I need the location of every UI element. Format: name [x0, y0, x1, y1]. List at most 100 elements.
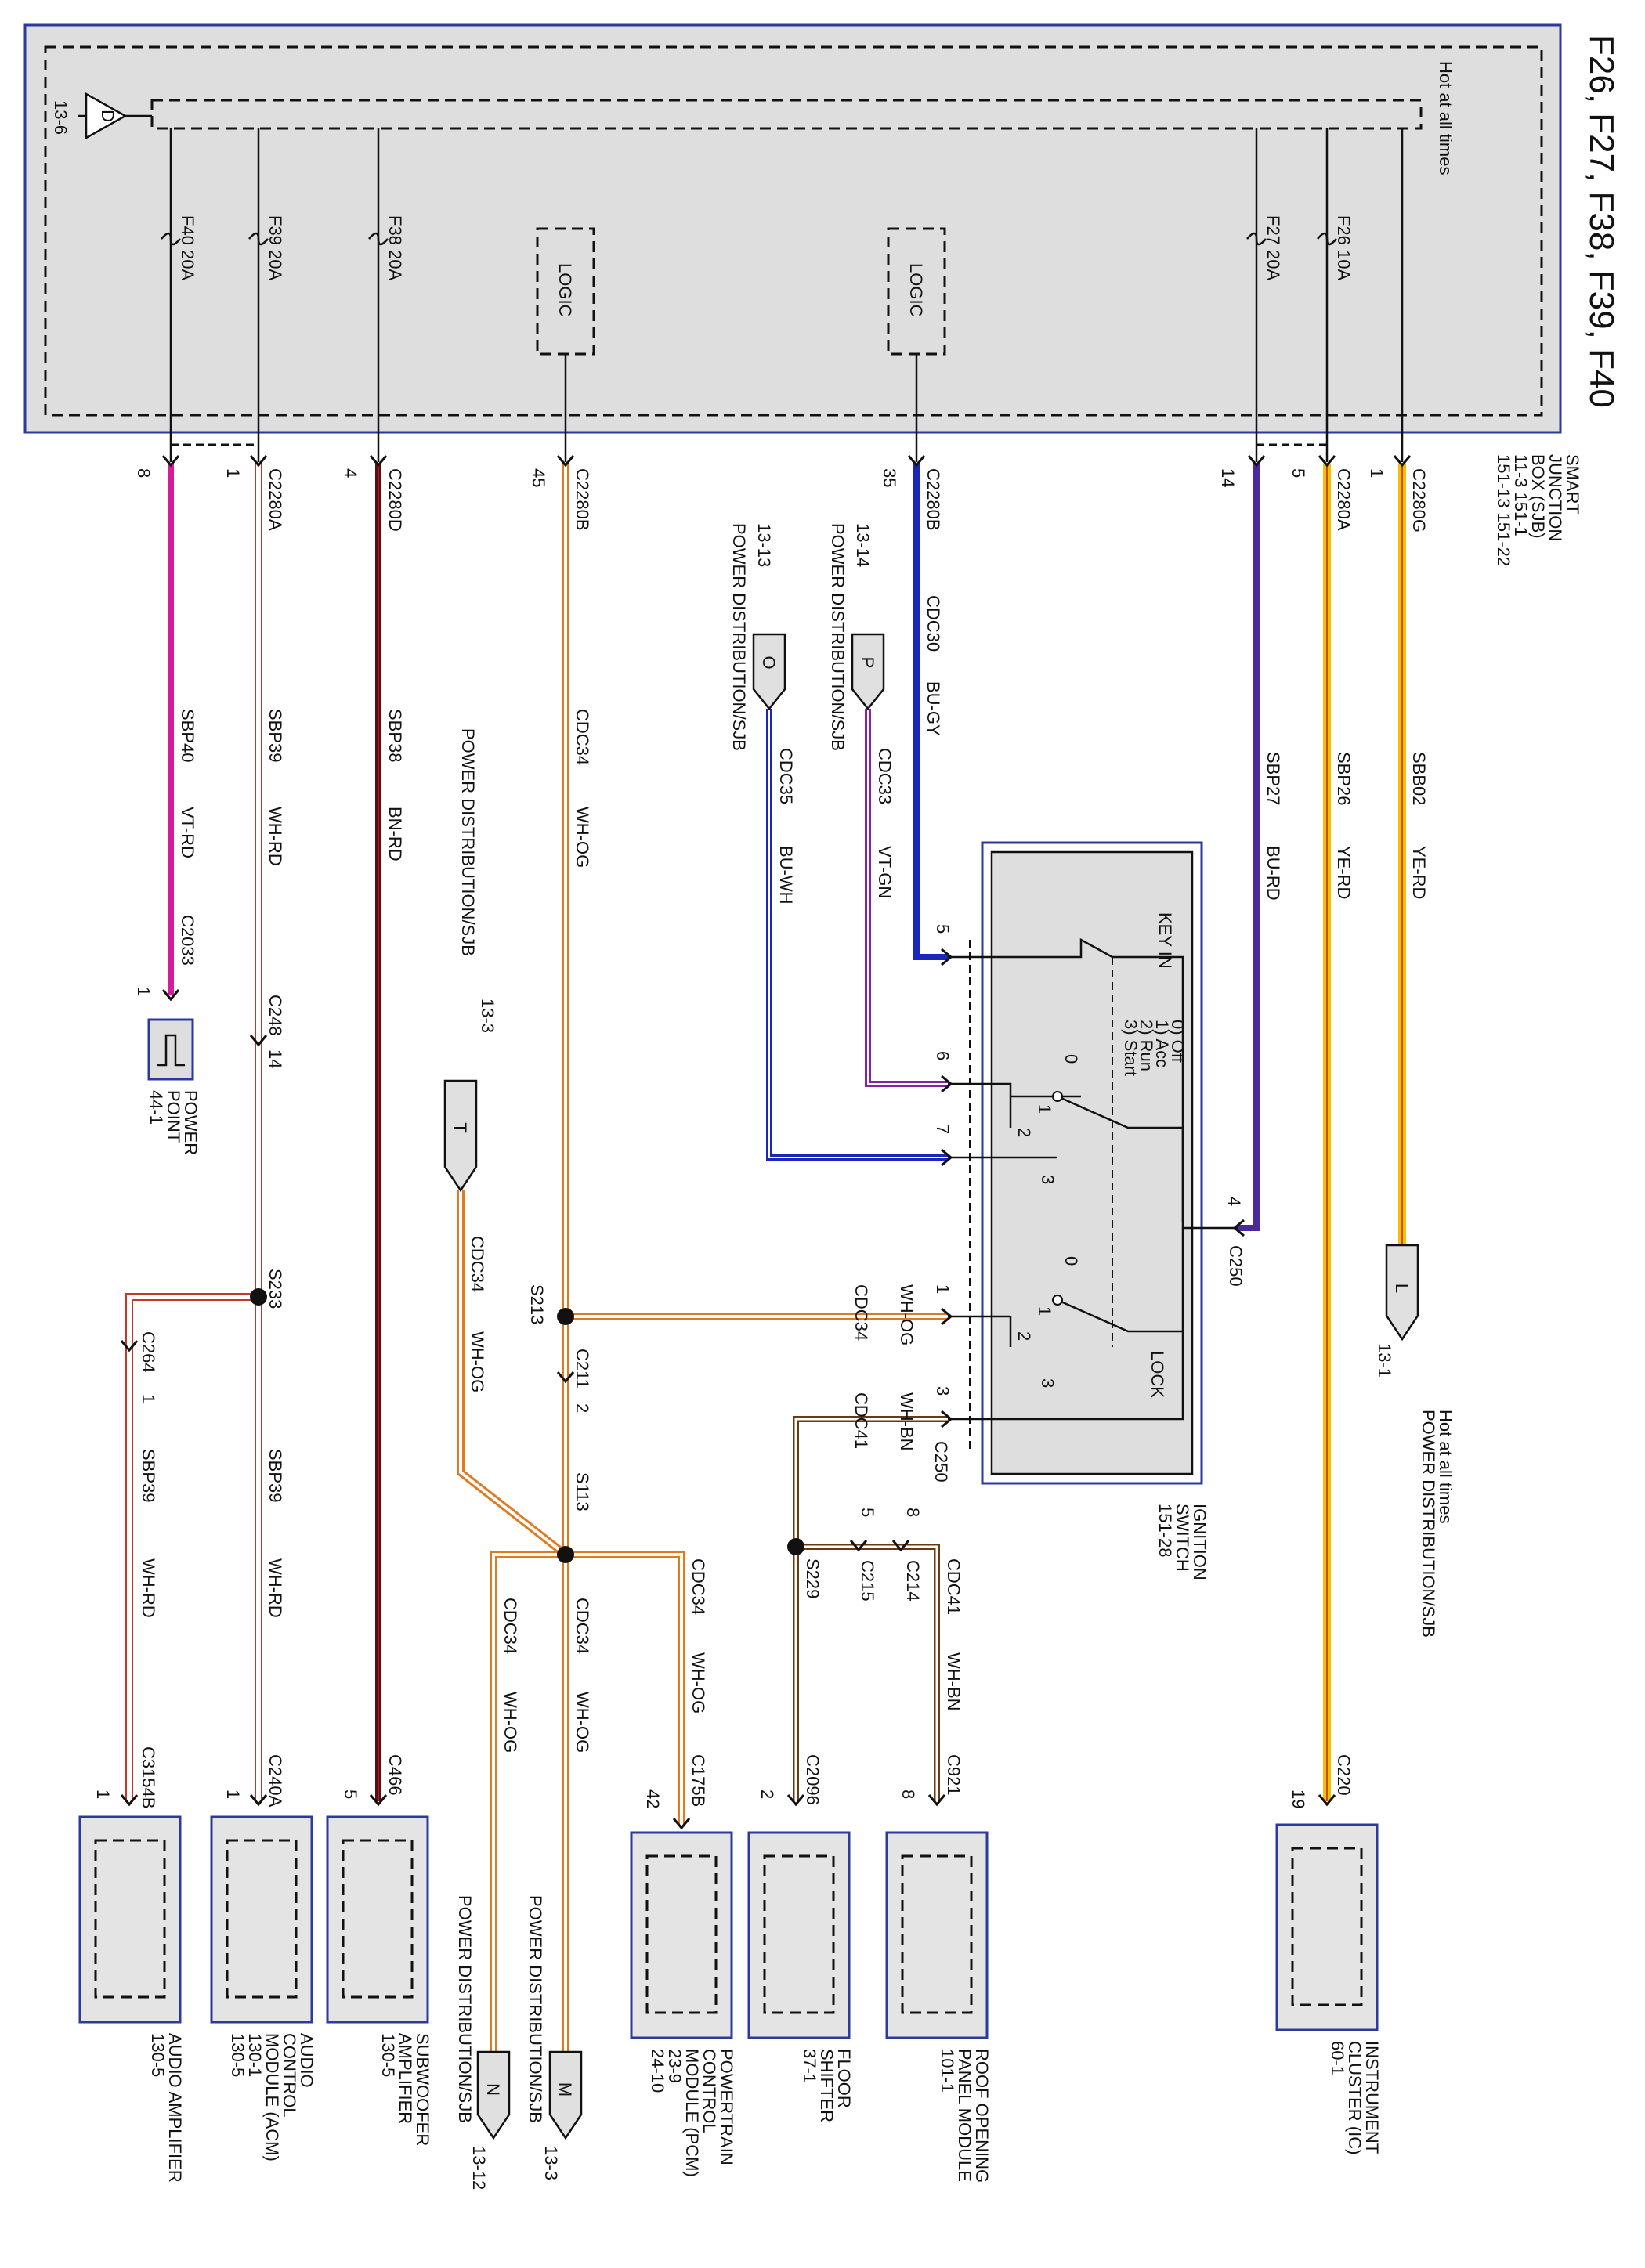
- fuse-icon: [248, 232, 269, 246]
- c211-label: C211: [573, 1349, 592, 1389]
- c466-pin: 5: [341, 1789, 360, 1799]
- c264-label: C264: [139, 1331, 158, 1373]
- connector-chevron-icon: [369, 1794, 388, 1807]
- pin-label: 45: [529, 468, 548, 487]
- module-name: 60-1: [1328, 2041, 1347, 2075]
- module-name: CONTROL: [700, 2049, 719, 2133]
- contact-label: 1: [1035, 1306, 1054, 1316]
- connector-chevron-icon: [941, 1410, 953, 1428]
- connector-chevron-icon: [672, 1818, 691, 1830]
- connector-chevron-icon: [849, 1540, 868, 1552]
- contact-label: 3: [1038, 1175, 1058, 1184]
- connector-chevron-icon: [1318, 455, 1336, 468]
- c3154b-label: C3154B: [139, 1746, 158, 1809]
- module-name: 101-1: [938, 2049, 957, 2093]
- cdc33-label: CDC33: [875, 748, 895, 804]
- flag-t: T: [450, 1122, 470, 1132]
- contact-label: 1: [1035, 1104, 1054, 1114]
- module-name: 130-1: [245, 2033, 265, 2077]
- connector-chevron-icon: [1318, 1794, 1336, 1807]
- logic-block-label: LOGIC: [906, 263, 926, 317]
- cdc34-pcm-label: CDC34: [689, 1558, 708, 1615]
- c2033-label: C2033: [178, 915, 197, 966]
- connector-label: C2280G: [1409, 468, 1429, 533]
- module-name: POWER: [181, 1090, 201, 1155]
- c211-pin: 2: [573, 1403, 592, 1413]
- c3154b-pin: 1: [93, 1789, 113, 1799]
- c215-label: C215: [858, 1560, 877, 1602]
- connector-label: C2280D: [385, 468, 405, 532]
- s213-label: S213: [527, 1284, 547, 1324]
- connector-label: C2280B: [924, 468, 943, 531]
- connector-chevron-icon: [891, 1540, 910, 1552]
- wh-rd-b-label: WH-RD: [266, 1558, 285, 1618]
- cdc34-n-label: CDC34: [501, 1598, 520, 1654]
- cdc35-label: CDC35: [776, 748, 796, 804]
- connector-chevron-icon: [786, 1794, 805, 1807]
- color-code-label: BU-RD: [1264, 846, 1283, 901]
- connector-chevron-icon: [927, 1794, 946, 1807]
- svg-text:151-13 151-22: 151-13 151-22: [1494, 454, 1513, 566]
- m-ref: 13-3: [541, 2146, 561, 2180]
- module-name: 44-1: [146, 1090, 166, 1125]
- module-name: 130-5: [228, 2033, 248, 2077]
- s229-label: S229: [803, 1558, 822, 1598]
- svg-text:SMART: SMART: [1563, 454, 1582, 515]
- c250-label: C250: [1226, 1245, 1246, 1287]
- connector-chevron-icon: [249, 455, 268, 468]
- module-name: 23-9: [665, 2049, 685, 2083]
- module-name: CLUSTER (IC): [1345, 2041, 1365, 2154]
- flag-o: O: [759, 655, 779, 669]
- c466-label: C466: [385, 1754, 405, 1796]
- module-name: CONTROL: [280, 2033, 299, 2118]
- contact-label: 0: [1061, 1256, 1081, 1266]
- vt-gn-label: VT-GN: [875, 846, 895, 898]
- connector-chevron-icon: [369, 455, 388, 468]
- fuse-f27-label: F27 20A: [1264, 215, 1283, 280]
- wh-og-t-label: WH-OG: [468, 1331, 487, 1392]
- n-ref: 13-12: [469, 2146, 489, 2190]
- module-name: PANEL MODULE: [955, 2049, 974, 2182]
- wh-bn-label: WH-BN: [897, 1392, 916, 1451]
- ignition-name: SWITCH: [1173, 1504, 1192, 1572]
- pd-label-t: POWER DISTRIBUTION/SJB: [458, 728, 478, 956]
- module-name: MODULE (PCM): [682, 2049, 702, 2177]
- svg-text:11-3 151-1: 11-3 151-1: [1511, 454, 1531, 536]
- sbp39-b-label: SBP39: [266, 1449, 285, 1503]
- c921-label: C921: [944, 1754, 964, 1796]
- module-name: POWERTRAIN: [717, 2049, 736, 2165]
- circuit-label: SBP39: [266, 709, 285, 763]
- logic-block-label: LOGIC: [555, 263, 575, 317]
- sbp39-a-label: SBP39: [139, 1449, 158, 1503]
- c214-pin: 8: [903, 1508, 923, 1517]
- module-name: MODULE (ACM): [262, 2033, 282, 2161]
- contact-label: 2: [1014, 1128, 1034, 1137]
- power-point-box: [147, 1018, 194, 1081]
- ignition-position: 3) Start: [1121, 1020, 1141, 1076]
- l-ref: 13-1: [1375, 1343, 1394, 1378]
- flag-n: N: [483, 2083, 503, 2096]
- color-code-label: YE-RD: [1334, 846, 1354, 899]
- cdc34-label: CDC34: [851, 1284, 871, 1341]
- c248-pin: 14: [266, 1049, 285, 1068]
- pd-label-n: POWER DISTRIBUTION/SJB: [455, 1895, 475, 2123]
- flag-p: P: [858, 657, 877, 669]
- ignition-name: 151-28: [1155, 1504, 1175, 1558]
- wh-og-pcm-label: WH-OG: [689, 1652, 708, 1714]
- contact-label: 2: [1014, 1331, 1034, 1341]
- ignition-pin: 3: [933, 1386, 953, 1396]
- module-name: 130-5: [148, 2033, 168, 2077]
- pin-label: 5: [1289, 468, 1308, 478]
- c220-pin: 19: [1289, 1789, 1308, 1808]
- connector-chevron-icon: [907, 455, 926, 468]
- flag-m-icon: [548, 2050, 583, 2140]
- pin-label: 4: [341, 468, 360, 478]
- c250-label: C250: [931, 1441, 951, 1483]
- fuse-icon: [1246, 232, 1267, 246]
- connector-chevron-icon: [941, 1307, 953, 1326]
- hot-at-all-times-label: Hot at all times: [1436, 61, 1455, 175]
- flag-l: L: [1392, 1284, 1412, 1293]
- pd-label-m: POWER DISTRIBUTION/SJB: [526, 1895, 545, 2123]
- c248-label: C248: [266, 995, 285, 1036]
